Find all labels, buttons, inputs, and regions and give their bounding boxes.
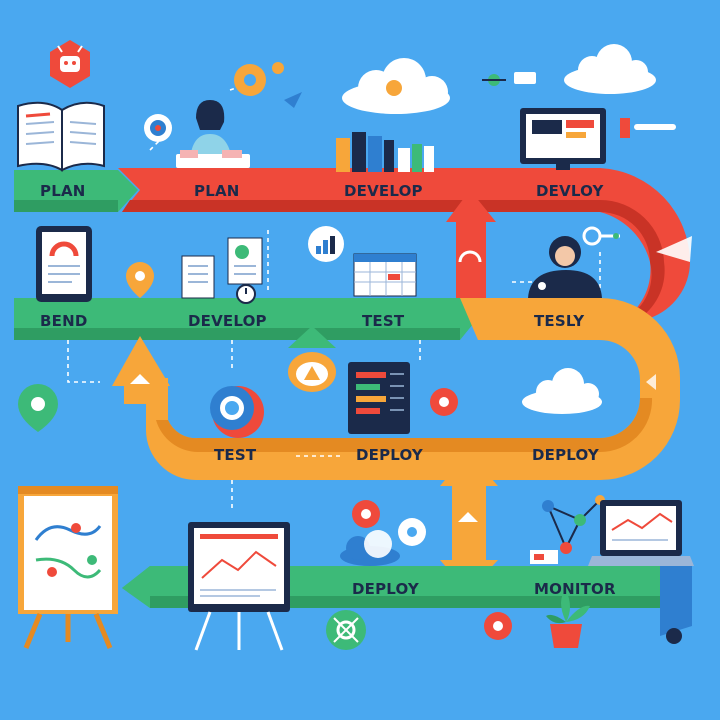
row1-green-band: [14, 170, 138, 212]
row4-arrowhead: [122, 566, 150, 608]
gear-icon: [144, 114, 172, 142]
document-icon: [181, 237, 263, 304]
location-pin-icon: [126, 262, 154, 298]
orange-gear-icon: [234, 62, 302, 108]
network-icon: [530, 495, 605, 564]
hacker-person-icon: [528, 236, 602, 298]
row2-label-test: TEST: [362, 312, 405, 330]
row4-label-monitor: MONITOR: [534, 580, 616, 598]
red-gear-icon: [430, 388, 458, 416]
spreadsheet-icon: [353, 253, 417, 297]
cloud-icon-2: [564, 44, 656, 94]
row2-label-develop: DEVELOP: [188, 312, 267, 330]
row3-label-deploy: DEPLOY: [356, 446, 423, 464]
monitor-icon: [520, 108, 676, 170]
server-rack-icon: [348, 362, 410, 434]
row4-label-deploy: DEPLOY: [352, 580, 419, 598]
row2-label-tesly: TESLY: [534, 312, 585, 330]
deploy-gears-icon: [340, 500, 426, 566]
row2-label-bend: BEND: [40, 312, 88, 330]
flipchart-icon: [18, 486, 118, 649]
laptop-icon: [588, 500, 694, 566]
bottom-bug-icon: [326, 610, 366, 650]
row1-red-band: [118, 168, 692, 318]
row3-label-test: TEST: [214, 446, 257, 464]
binders-icon: [336, 132, 434, 172]
row3-label-deploy-2: DEPLOY: [532, 446, 599, 464]
plant-icon: [546, 590, 590, 648]
tools-icon: [482, 72, 536, 86]
chart-bubble-icon: [308, 226, 344, 262]
row1-label-plan-2: PLAN: [194, 182, 240, 200]
row1-label-develop: DEVELOP: [344, 182, 423, 200]
monitor-icon-2: [188, 522, 290, 651]
key-icon: [582, 226, 620, 246]
person-at-desk-icon: [176, 100, 250, 168]
cloud-icon-3: [522, 368, 602, 414]
green-pin-icon: [18, 384, 58, 432]
row1-label-devloy: DEVLOY: [536, 182, 604, 200]
gears-icon: [210, 386, 264, 438]
bottom-gear-icon: [484, 612, 512, 640]
row2-3-orange-band: [112, 298, 680, 480]
row2-green-band: [14, 298, 478, 340]
robot-icon: [50, 40, 90, 88]
red-up-down-arrow: [446, 190, 496, 320]
row1-label-plan: PLAN: [40, 182, 86, 200]
orange-up-down-arrow: [440, 452, 498, 592]
cloud-icon: [342, 58, 450, 114]
badge-icon: [288, 326, 336, 392]
tablet-icon: [36, 226, 92, 302]
book-icon: [17, 101, 105, 172]
